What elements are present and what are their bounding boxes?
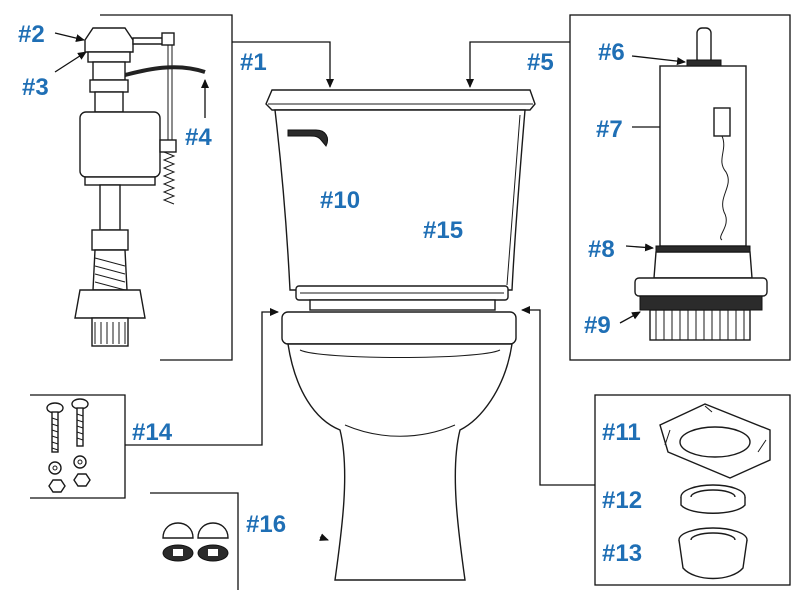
flush-valve-tower (634, 27, 768, 341)
gasket-ring (680, 484, 746, 514)
label-part-6: #6 (598, 39, 625, 66)
label-part-3: #3 (22, 74, 49, 101)
label-part-2: #2 (18, 21, 45, 48)
wax-ring (678, 527, 748, 580)
toilet-bowl (281, 311, 517, 581)
label-part-1: #1 (240, 49, 267, 76)
fill-valve (74, 27, 206, 347)
hardware-callout-frame (594, 394, 791, 586)
label-part-16: #16 (246, 511, 286, 538)
flapper-callout-frame (569, 14, 791, 361)
label-part-9: #9 (584, 312, 611, 339)
label-part-4: #4 (185, 124, 212, 151)
label-part-8: #8 (588, 236, 615, 263)
fill-valve-callout-frame (100, 14, 233, 361)
label-part-11: #11 (602, 419, 641, 446)
label-part-14: #14 (132, 419, 173, 446)
bolt-caps (162, 522, 229, 562)
toilet-tank (274, 109, 526, 311)
label-part-5: #5 (527, 49, 554, 76)
tank-bolts (46, 398, 91, 493)
bolts-callout-frame (30, 394, 126, 499)
label-part-7: #7 (596, 116, 623, 143)
label-part-15: #15 (423, 217, 463, 244)
toilet-tank-lid (265, 89, 536, 111)
flush-handle (287, 129, 329, 147)
part-labels: #1 #2 #3 #4 #5 #6 #7 #8 #9 #10 #11 #12 #… (18, 21, 642, 567)
label-part-10: #10 (320, 187, 360, 214)
label-part-13: #13 (602, 540, 642, 567)
label-part-12: #12 (602, 487, 642, 514)
caps-callout-frame (150, 492, 239, 590)
mounting-plate (659, 403, 771, 479)
